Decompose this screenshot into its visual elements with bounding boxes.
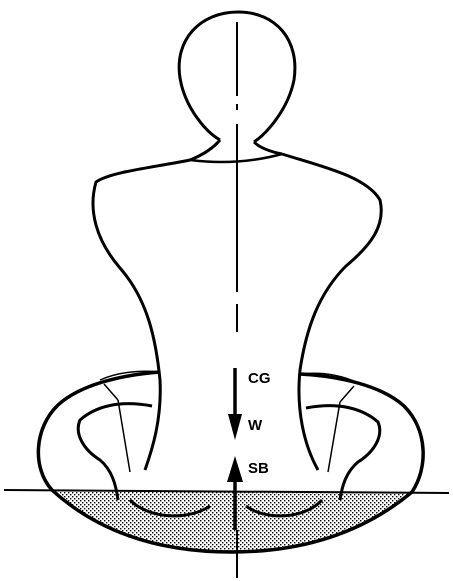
left-leg-inner xyxy=(78,404,152,500)
support-surface-region xyxy=(52,490,412,552)
weight-arrow-head xyxy=(228,414,242,440)
w-label: W xyxy=(248,417,263,434)
left-leg-outline xyxy=(38,372,160,490)
cg-label: CG xyxy=(248,370,271,387)
neck-right xyxy=(254,142,282,154)
sb-label: SB xyxy=(248,460,269,477)
left-foot xyxy=(100,371,160,472)
right-leg-inner xyxy=(306,406,380,500)
right-leg-outline xyxy=(300,374,423,492)
torso-right-outline xyxy=(282,154,381,470)
right-foot xyxy=(300,373,356,472)
torso-left-outline xyxy=(93,160,190,470)
buoyancy-arrow-head xyxy=(227,456,243,482)
neck-left xyxy=(190,140,220,160)
